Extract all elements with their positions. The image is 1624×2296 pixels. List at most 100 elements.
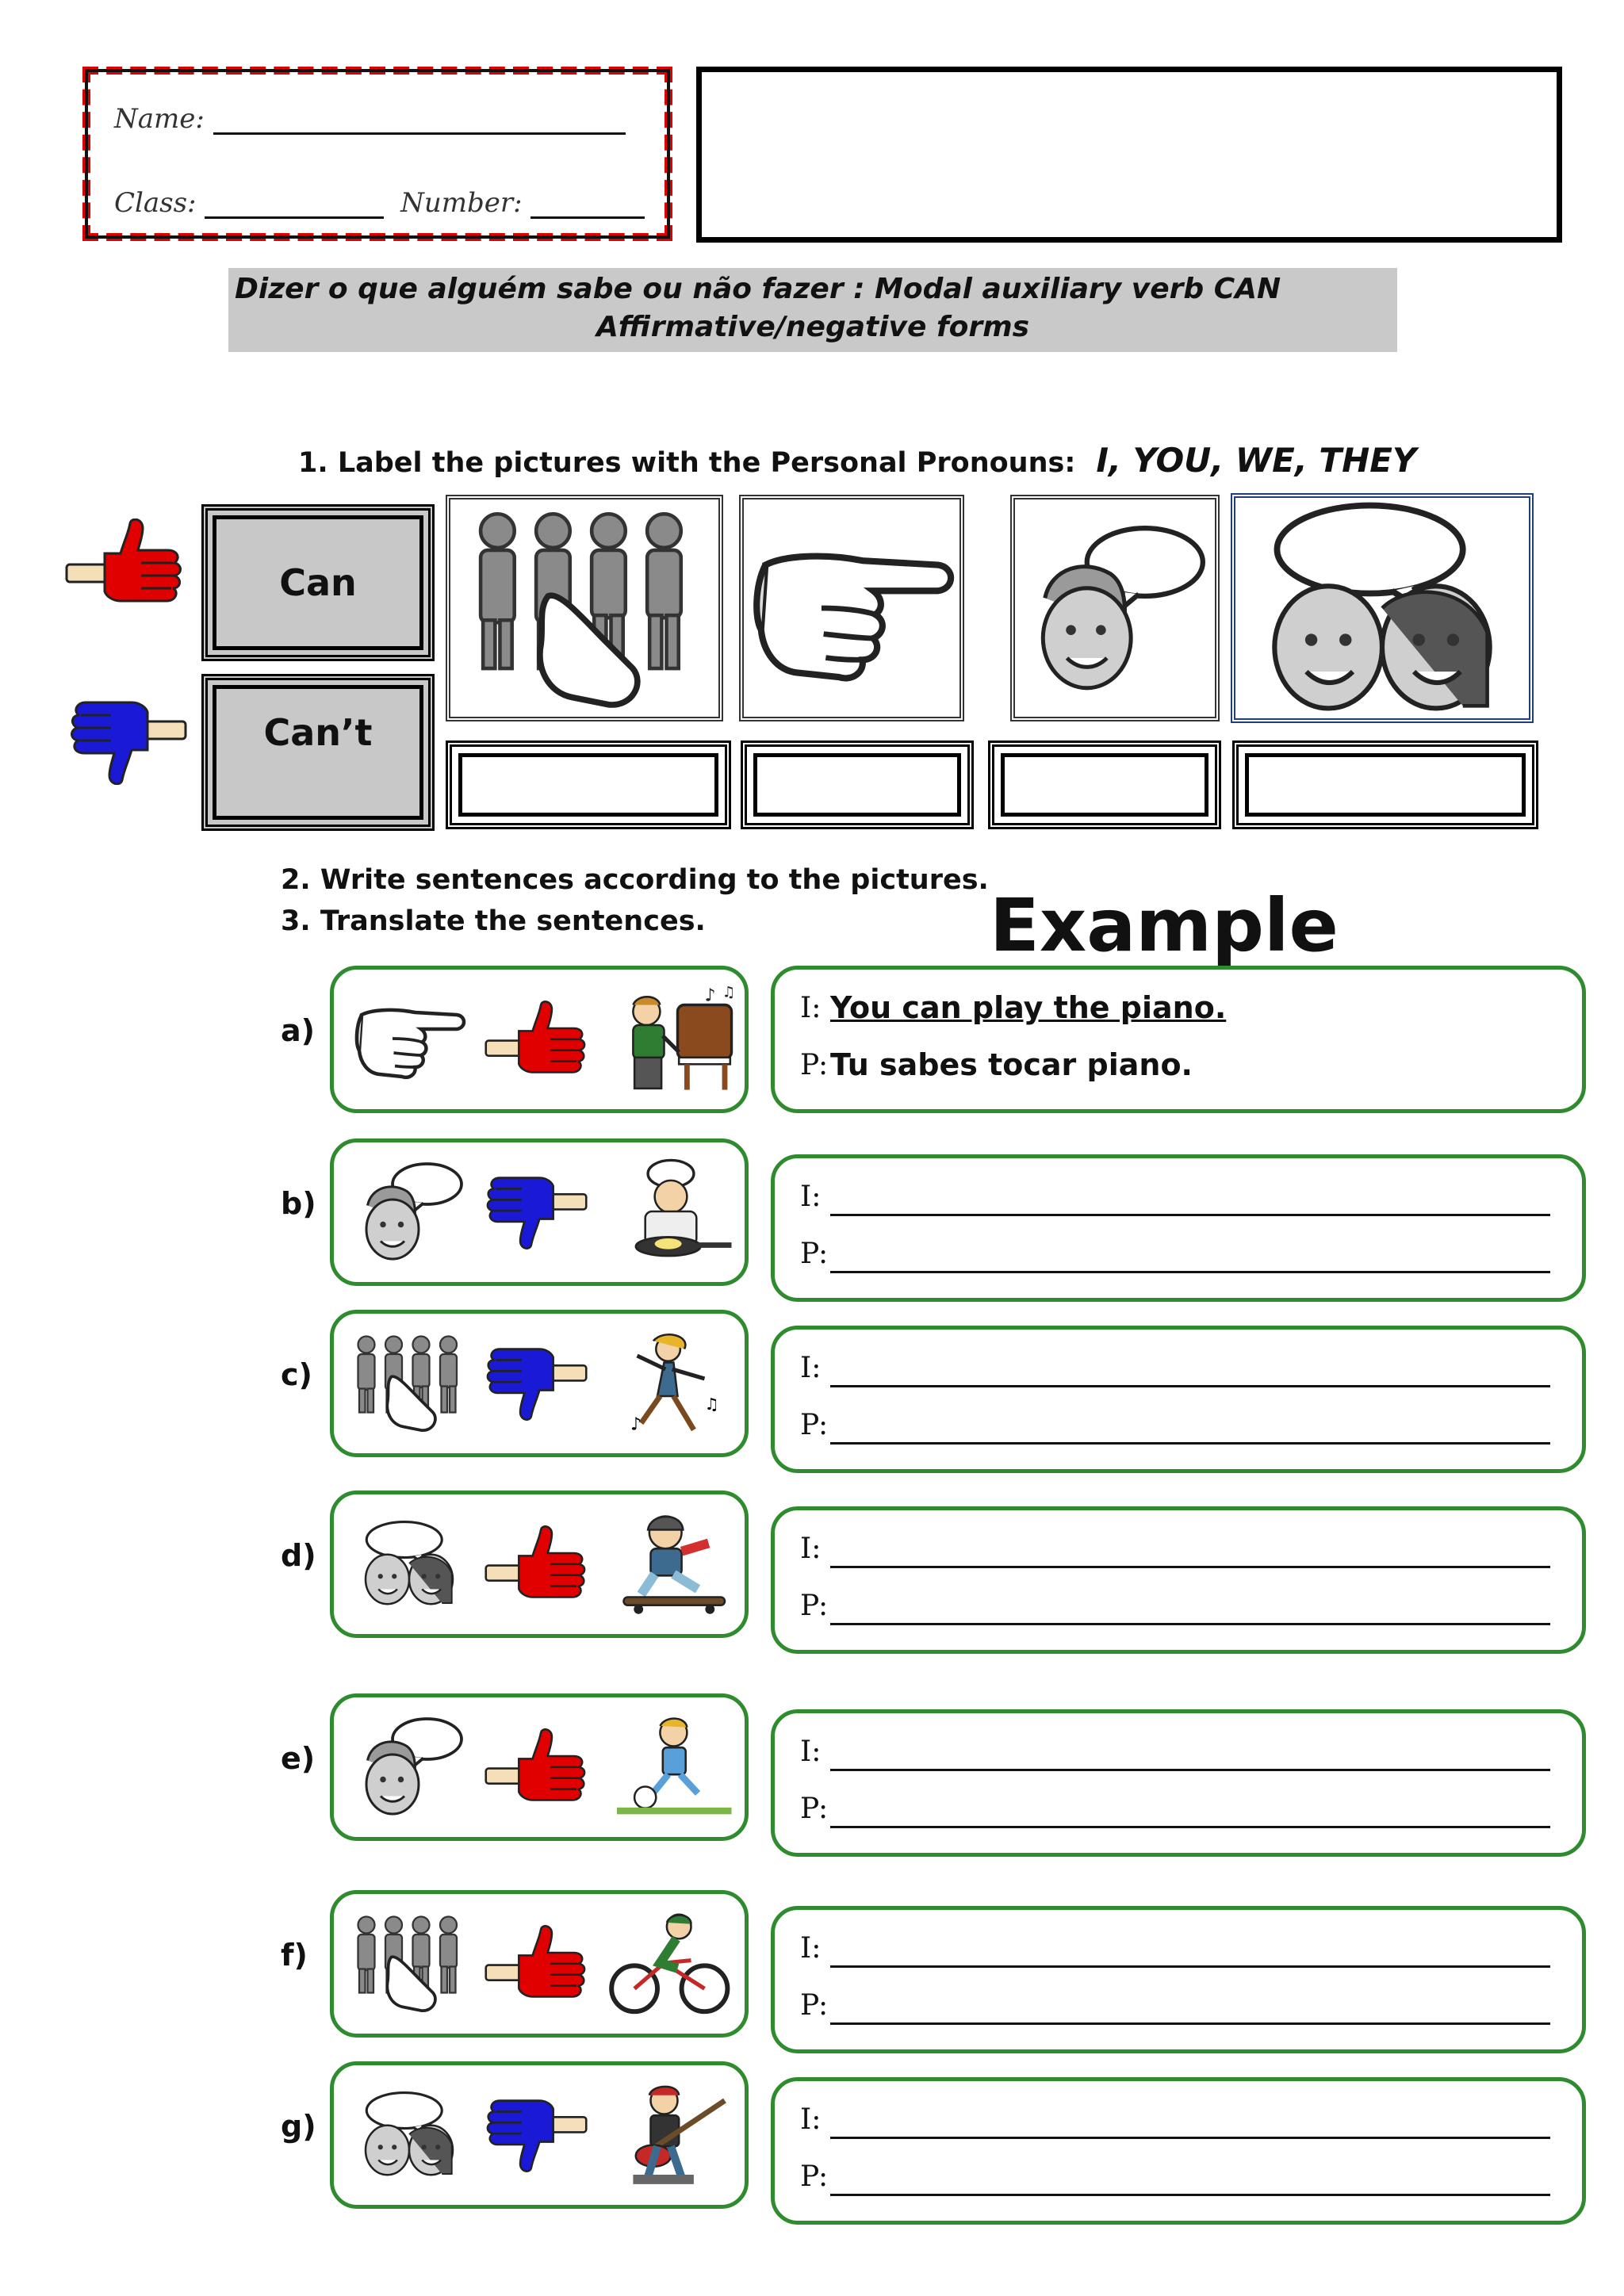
english-example-sentence: You can play the piano. [830,990,1227,1025]
thumbs-up-icon [65,519,184,606]
portuguese-label: P: [800,1989,829,2022]
group-pointing-icon [450,499,718,717]
boy-speech-icon [350,1707,469,1826]
thumbs-up-icon [485,1504,588,1623]
english-label: I: [800,1735,822,1768]
guitarist-icon [603,2075,738,2194]
row-letter: a) [281,1013,316,1048]
thumbs-down-icon [485,1152,588,1271]
row-letter: c) [281,1357,312,1392]
portuguese-answer-line[interactable] [830,1415,1550,1445]
english-answer-line[interactable] [830,1358,1550,1387]
row-letter: f) [281,1938,308,1973]
can-label: Can [213,515,423,650]
answer-box: I: P: [771,1709,1586,1857]
label-answer-box-4[interactable] [1232,740,1538,829]
blank-header-box [696,67,1562,243]
picture-cue-box [330,1693,749,1841]
cant-box: Can’t [201,674,435,831]
row-letter: d) [281,1538,316,1573]
portuguese-answer-line[interactable] [830,1596,1550,1625]
thumbs-up-icon [485,1707,588,1826]
english-answer-line[interactable] [830,1539,1550,1568]
answer-box: I: P: [771,2077,1586,2225]
picture-i [1010,495,1220,721]
portuguese-label: P: [800,1793,829,1825]
english-answer-line[interactable] [830,2110,1550,2139]
thumbs-up-icon [485,979,588,1098]
can-box: Can [201,504,435,661]
label-answer-box-1[interactable] [446,740,731,829]
pointing-hand-icon [744,499,959,717]
two-faces-icon [350,2075,469,2194]
name-field[interactable] [213,104,626,135]
picture-you [739,495,964,721]
boy-speech-icon [1015,499,1215,717]
student-info-box: Name: Class: Number: [82,67,672,241]
name-row: Name: [114,103,626,135]
portuguese-label: P: [800,1409,829,1441]
answer-box: I:You can play the piano.P:Tu sabes toca… [771,966,1586,1113]
portuguese-answer-line[interactable] [830,2167,1550,2196]
thumbs-down-icon [485,1323,588,1442]
class-label: Class: [114,187,197,219]
class-row: Class: Number: [114,187,645,219]
two-faces-icon [350,1504,469,1623]
english-label: I: [800,992,822,1024]
cant-label: Can’t [213,685,423,820]
picture-cue-box [330,1890,749,2038]
label-answer-box-3[interactable] [988,740,1221,829]
class-field[interactable] [205,188,385,219]
answer-box: I: P: [771,1906,1586,2053]
exercise-2-instruction: 2. Write sentences according to the pict… [281,864,989,896]
answer-box: I: P: [771,1506,1586,1654]
football-player-icon [603,1707,738,1826]
english-answer-line[interactable] [830,1938,1550,1968]
group-pointing-icon [350,1904,469,2022]
number-field[interactable] [530,188,645,219]
portuguese-answer-line[interactable] [830,1244,1550,1273]
exercise-3-instruction: 3. Translate the sentences. [281,905,706,937]
piano-player-icon [603,979,738,1098]
english-label: I: [800,1533,822,1565]
portuguese-answer-line[interactable] [830,1799,1550,1828]
thumbs-down-icon [68,698,187,785]
english-answer-line[interactable] [830,1187,1550,1216]
english-label: I: [800,1181,822,1213]
pronoun-list: I, YOU, WE, THEY [1096,441,1417,480]
chef-cooking-icon [603,1152,738,1271]
picture-cue-box [330,1490,749,1638]
topic-line-2: Affirmative/negative forms [596,311,1030,343]
exercise-1-heading: 1. Label the pictures with the Personal … [298,441,1416,480]
picture-we [446,495,723,721]
portuguese-answer-line[interactable] [830,1996,1550,2025]
row-letter: e) [281,1741,316,1776]
exercise-1-instruction: 1. Label the pictures with the Personal … [298,447,1076,479]
boy-speech-icon [350,1152,469,1271]
cyclist-icon [603,1904,738,2022]
topic-banner: Dizer o que alguém sabe ou não fazer : M… [228,268,1397,352]
portuguese-label: P: [800,1238,829,1270]
english-label: I: [800,1932,822,1965]
answer-box: I: P: [771,1326,1586,1473]
picture-cue-box [330,1138,749,1286]
portuguese-label: P: [800,1049,829,1081]
skateboarder-icon [603,1504,738,1623]
picture-cue-box [330,1310,749,1457]
picture-cue-box [330,2061,749,2209]
picture-cue-box [330,966,749,1113]
portuguese-label: P: [800,1590,829,1622]
pointing-hand-icon [350,979,469,1098]
thumbs-down-icon [485,2075,588,2194]
row-letter: g) [281,2109,316,2144]
english-answer-line[interactable] [830,1742,1550,1771]
two-faces-icon [1235,498,1529,718]
portuguese-label: P: [800,2160,829,2193]
topic-line-1: Dizer o que alguém sabe ou não fazer : M… [235,273,1281,305]
example-title: Example [990,883,1339,968]
english-label: I: [800,1352,822,1384]
name-label: Name: [114,103,205,135]
label-answer-box-2[interactable] [741,740,974,829]
english-label: I: [800,2103,822,2136]
group-pointing-icon [350,1323,469,1442]
